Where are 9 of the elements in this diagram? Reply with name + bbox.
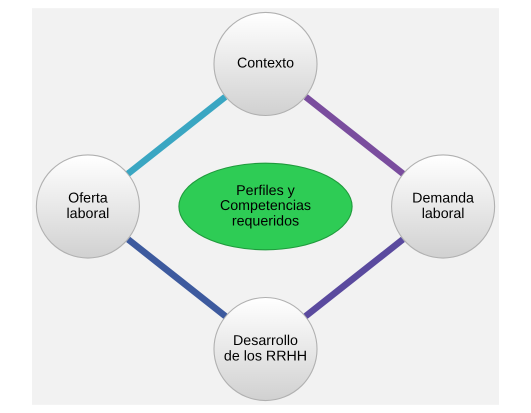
- node-circle: Contexto: [213, 12, 318, 116]
- node-circle: Oferta laboral: [36, 154, 140, 259]
- node-circle: Desarrollo de los RRHH: [213, 296, 318, 402]
- connector: [126, 94, 228, 176]
- node-circle: Demanda laboral: [391, 154, 496, 259]
- connector: [304, 236, 405, 319]
- node-ellipse: Perfiles y Competencias requeridos: [178, 162, 353, 250]
- connector: [304, 94, 405, 176]
- connector: [126, 236, 228, 319]
